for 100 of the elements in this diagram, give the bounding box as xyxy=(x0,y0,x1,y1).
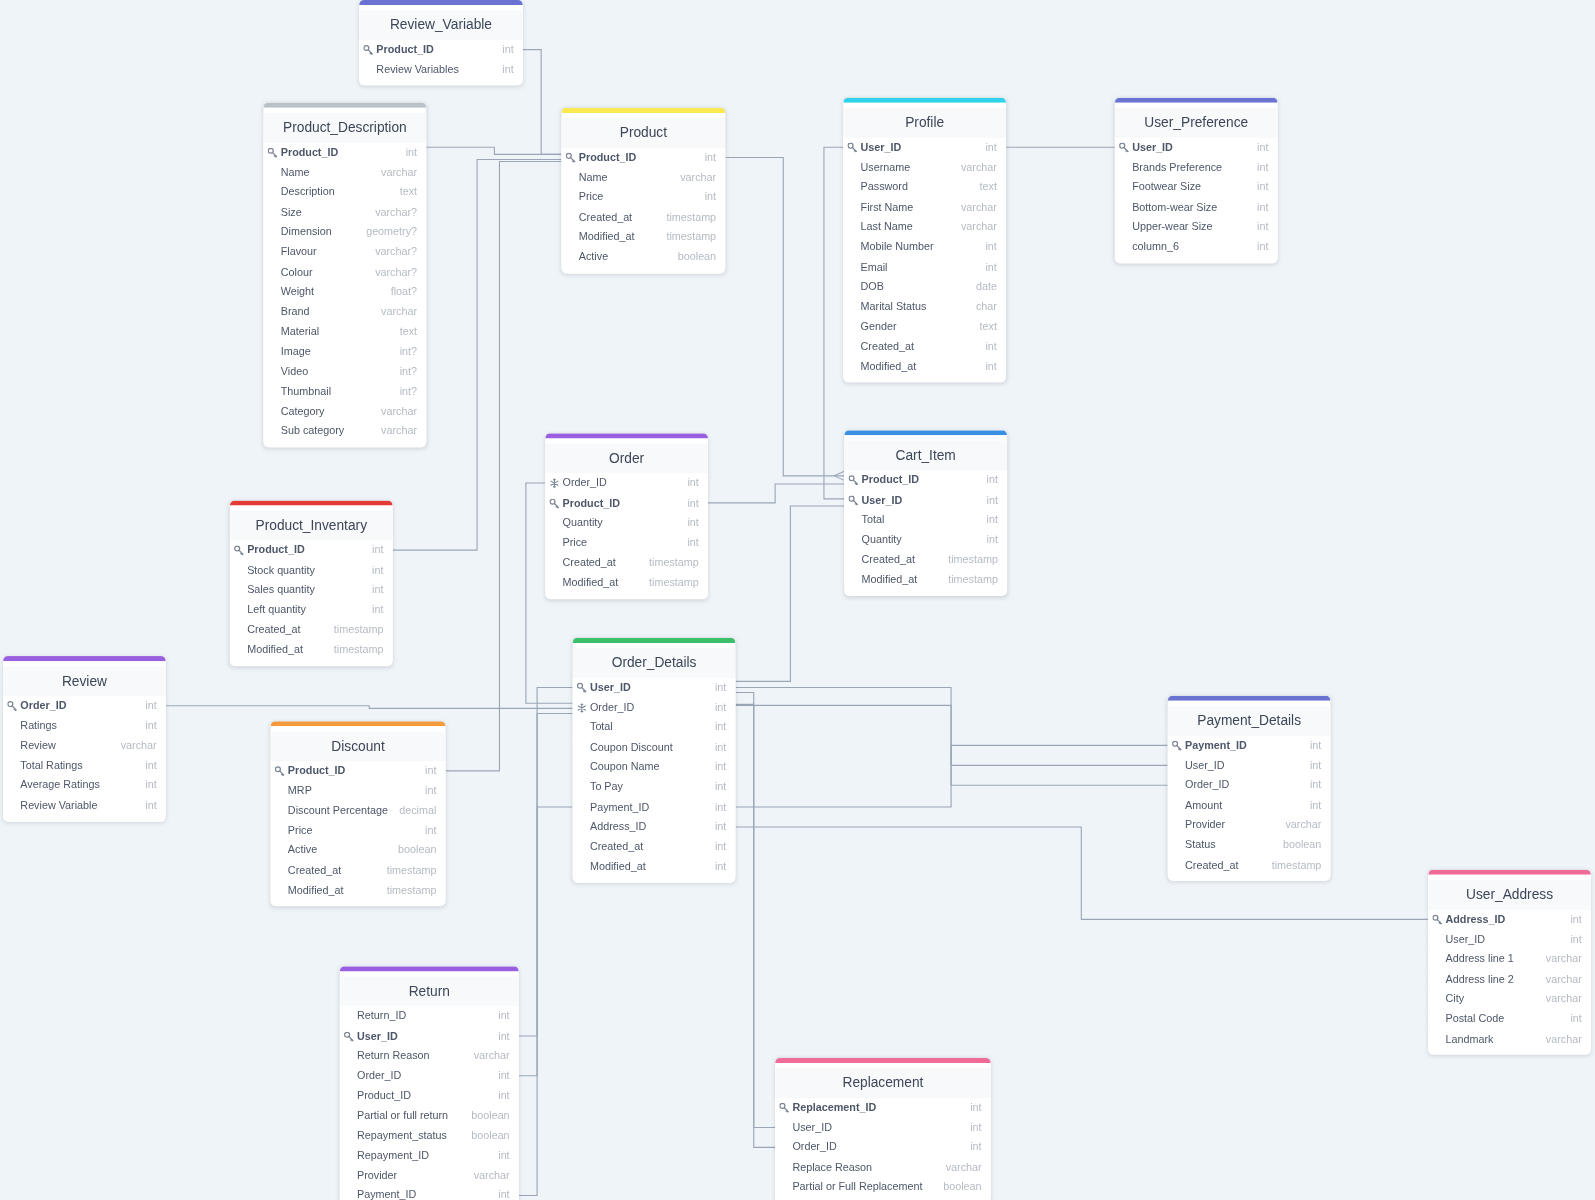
column-name: Product_ID xyxy=(861,473,920,486)
column-name: Quantity xyxy=(562,515,603,529)
column-type: varchar xyxy=(1545,1032,1582,1045)
table-title: Product_Description xyxy=(283,120,407,136)
column-name: Repayment_ID xyxy=(357,1148,429,1161)
column-name: Sales quantity xyxy=(247,583,315,596)
column-type: int xyxy=(145,798,157,811)
table-title: Profile xyxy=(905,114,945,131)
column-type: int xyxy=(970,1140,982,1153)
column-type: int xyxy=(714,800,727,813)
column-type: varchar xyxy=(473,1048,510,1062)
column-type: int xyxy=(1309,798,1322,811)
column-type: int xyxy=(687,515,699,529)
table-row xyxy=(339,1006,519,1026)
column-name: Bottom-wear Size xyxy=(1132,200,1218,213)
table-title: Product_Inventary xyxy=(255,517,367,533)
column-name: Thumbnail xyxy=(280,384,332,397)
column-name: Provider xyxy=(357,1168,398,1181)
column-type: int xyxy=(498,1188,510,1200)
table-row xyxy=(843,137,1007,158)
column-type: int xyxy=(986,492,998,506)
table-title: Review_Variable xyxy=(389,17,492,33)
column-type: int xyxy=(372,563,384,576)
column-type: int xyxy=(145,758,157,771)
column-name: Upper-wear Size xyxy=(1132,220,1213,233)
column-type: int xyxy=(985,140,997,153)
column-name: Mobile Number xyxy=(860,240,934,253)
table-row xyxy=(229,540,393,561)
column-type: int xyxy=(714,680,727,693)
column-type: int xyxy=(985,260,997,273)
column-type: int xyxy=(372,583,384,596)
column-name: Created_at xyxy=(247,622,301,636)
relation-line xyxy=(734,686,1169,766)
table-card xyxy=(3,656,166,822)
column-type: int? xyxy=(399,344,418,358)
column-type: int xyxy=(1570,932,1582,945)
column-type: int xyxy=(145,778,157,791)
column-type: boolean xyxy=(471,1128,510,1141)
relation-line xyxy=(823,146,845,500)
column-name: Product_ID xyxy=(287,763,346,777)
column-name: Price xyxy=(578,190,604,203)
column-type: int xyxy=(985,240,997,253)
column-type: int xyxy=(1257,240,1269,253)
column-name: Modified_at xyxy=(247,642,303,656)
column-type: int xyxy=(425,823,437,836)
column-name: Coupon Discount xyxy=(590,740,673,753)
column-type: varchar xyxy=(1545,992,1582,1005)
column-type: timestamp xyxy=(386,883,437,896)
column-type: varchar? xyxy=(375,245,418,258)
column-name: Payment_ID xyxy=(1185,738,1247,751)
column-type: int xyxy=(704,150,717,163)
column-type: timestamp xyxy=(333,622,384,636)
column-name: Provider xyxy=(1185,818,1226,831)
table-row xyxy=(1428,909,1591,930)
column-type: boolean xyxy=(471,1108,510,1121)
column-type: int xyxy=(498,1088,510,1102)
column-name: Partial or full return xyxy=(357,1108,449,1121)
table-title: Payment_Details xyxy=(1197,713,1302,729)
column-name: Order_ID xyxy=(357,1068,402,1082)
relation-line xyxy=(518,806,574,1196)
column-type: int xyxy=(498,1148,510,1161)
table-card xyxy=(844,430,1008,596)
column-name: Email xyxy=(860,260,888,273)
table-card xyxy=(572,637,736,883)
table-row xyxy=(1114,137,1278,158)
column-type: int xyxy=(704,190,717,203)
column-name: City xyxy=(1445,992,1465,1005)
column-type: int xyxy=(1257,140,1269,153)
relation-line xyxy=(165,705,574,709)
column-type: timestamp xyxy=(386,863,437,876)
table-row xyxy=(1167,735,1331,756)
column-name: User_ID xyxy=(1132,140,1173,153)
column-name: Product_ID xyxy=(247,543,305,556)
table-title: Cart_Item xyxy=(895,447,956,463)
column-type: boolean xyxy=(398,843,437,856)
column-type: int xyxy=(425,763,437,777)
relation-line xyxy=(518,686,574,1037)
table-title: Return xyxy=(408,983,450,999)
column-type: int xyxy=(372,543,384,556)
table-card xyxy=(561,107,726,274)
column-name: Flavour xyxy=(280,245,317,258)
table-row xyxy=(844,469,1008,490)
column-type: boolean xyxy=(1283,838,1322,851)
column-name: Repayment_status xyxy=(357,1128,447,1141)
column-name: Created_at xyxy=(287,863,342,876)
table-card xyxy=(545,433,708,599)
column-type: int xyxy=(502,42,514,55)
column-name: Review Variables xyxy=(376,62,459,75)
column-name: Review Variable xyxy=(20,798,98,811)
column-name: Review xyxy=(20,738,56,751)
column-name: Modified_at xyxy=(578,230,635,243)
column-type: int xyxy=(145,718,157,731)
column-name: Video xyxy=(280,364,309,377)
column-name: Product_ID xyxy=(376,42,434,55)
relation-line xyxy=(734,704,1169,786)
column-name: Image xyxy=(280,344,311,358)
column-type: timestamp xyxy=(666,210,717,223)
relation-line xyxy=(734,505,845,682)
column-type: varchar xyxy=(381,424,418,437)
column-type: int xyxy=(687,535,699,549)
